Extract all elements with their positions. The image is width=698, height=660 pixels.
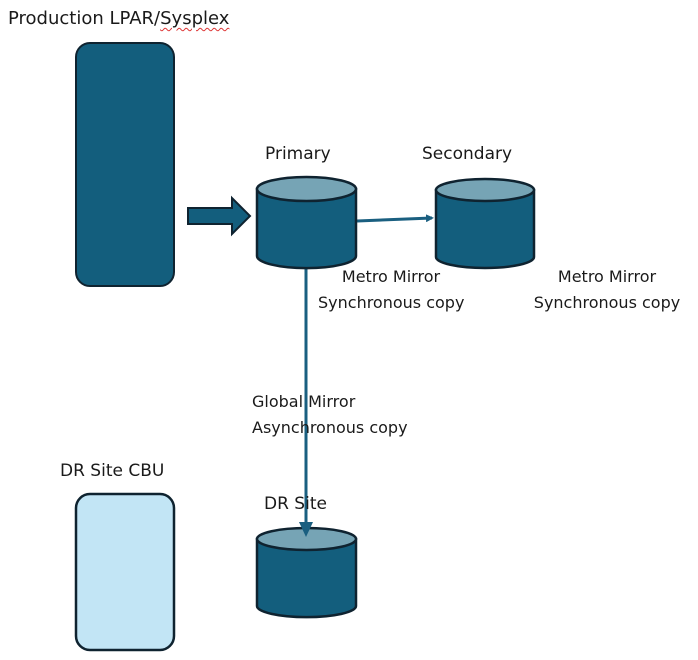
- caption-line: Global Mirror: [252, 392, 356, 411]
- primary-label: Primary: [265, 144, 331, 164]
- metro-mirror-connector: [356, 214, 434, 223]
- caption-line: Synchronous copy: [533, 293, 681, 312]
- metro-mirror-caption-secondary: Metro Mirror Synchronous copy: [520, 264, 694, 316]
- production-label-prefix: Production LPAR/: [8, 8, 161, 29]
- caption-line: Asynchronous copy: [252, 418, 408, 437]
- metro-mirror-caption-primary: Metro Mirror Synchronous copy: [318, 264, 464, 316]
- dr-site-cbu-label: DR Site CBU: [60, 461, 165, 481]
- global-mirror-caption: Global Mirror Asynchronous copy: [252, 389, 408, 441]
- primary-storage-cylinder[interactable]: [255, 175, 358, 270]
- caption-line: Synchronous copy: [318, 293, 465, 312]
- block-arrow-icon: [187, 195, 252, 237]
- production-lpar-box[interactable]: [75, 42, 175, 287]
- production-lpar-label: Production LPAR/Sysplex: [8, 10, 229, 28]
- production-label-suffix: Sysplex: [160, 8, 230, 29]
- caption-line: Metro Mirror: [557, 267, 657, 286]
- caption-line: Metro Mirror: [341, 267, 441, 286]
- secondary-storage-cylinder[interactable]: [434, 177, 536, 270]
- secondary-label: Secondary: [422, 144, 513, 164]
- dr-site-storage-cylinder[interactable]: [255, 526, 358, 619]
- dr-site-label: DR Site: [264, 494, 327, 514]
- dr-arrowhead-icon: [299, 522, 313, 537]
- dr-site-cbu-box[interactable]: [74, 492, 176, 652]
